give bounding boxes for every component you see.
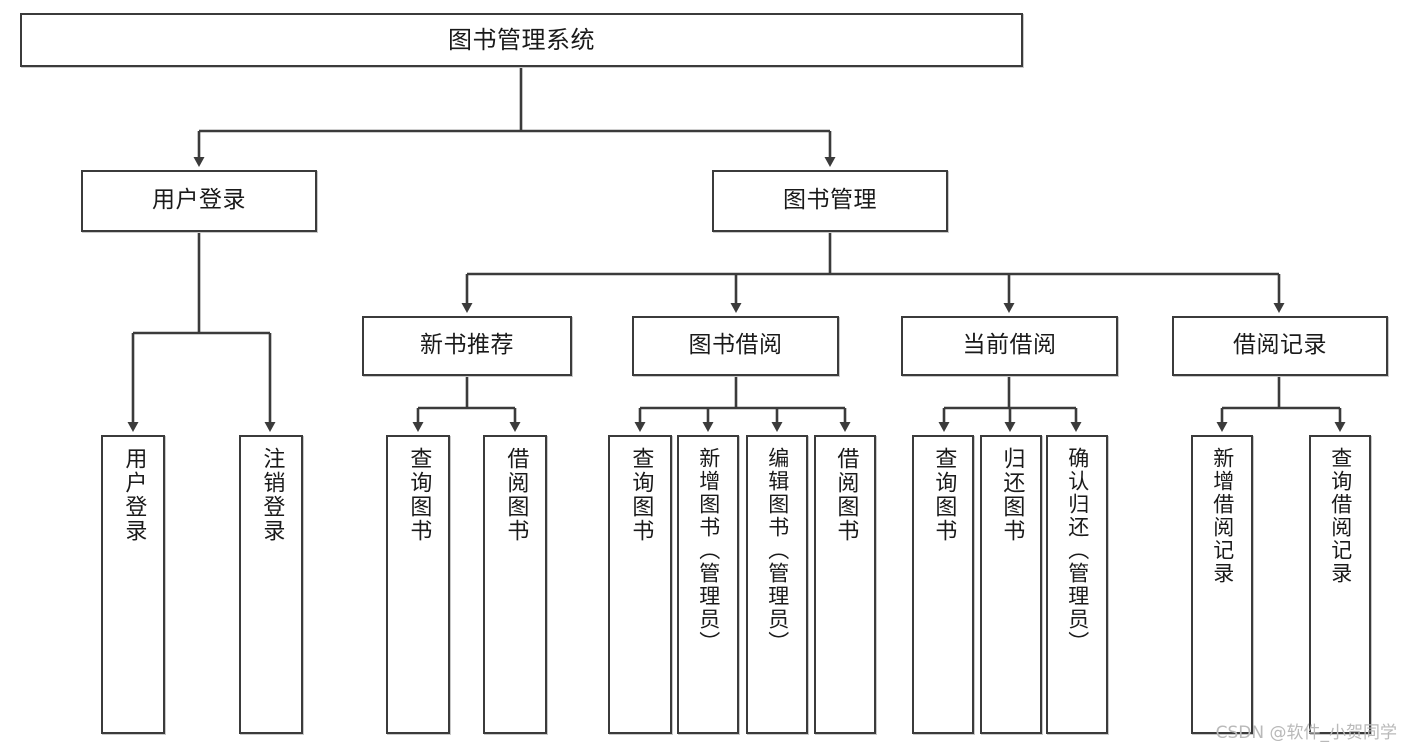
node-label: 当前借阅 <box>962 332 1057 359</box>
leaf-record-add-record[interactable]: 新增借阅记录 <box>1191 435 1253 734</box>
node-label: 归还图书 <box>999 447 1025 543</box>
node-label: 查询图书 <box>931 447 957 543</box>
node-label: 图书管理系统 <box>448 25 595 54</box>
node-label: 编辑图书（管理员） <box>765 447 790 654</box>
node-book-management[interactable]: 图书管理 <box>712 170 948 232</box>
node-label: 借阅图书 <box>833 447 859 543</box>
node-label: 注销登录 <box>259 447 285 543</box>
node-root-system[interactable]: 图书管理系统 <box>20 13 1023 67</box>
node-label: 图书借阅 <box>688 332 783 359</box>
node-label: 借阅图书 <box>503 447 529 543</box>
leaf-user-login-logout[interactable]: 注销登录 <box>239 435 303 734</box>
leaf-borrow-add-book-admin[interactable]: 新增图书（管理员） <box>677 435 739 734</box>
node-label: 新增借阅记录 <box>1210 447 1235 585</box>
leaf-current-confirm-return-admin[interactable]: 确认归还（管理员） <box>1046 435 1108 734</box>
node-new-book-recommend[interactable]: 新书推荐 <box>362 316 572 376</box>
node-label: 确认归还（管理员） <box>1065 447 1090 654</box>
leaf-record-query-record[interactable]: 查询借阅记录 <box>1309 435 1371 734</box>
leaf-borrow-edit-book-admin[interactable]: 编辑图书（管理员） <box>746 435 808 734</box>
leaf-current-query-book[interactable]: 查询图书 <box>912 435 974 734</box>
node-label: 查询图书 <box>628 447 654 543</box>
node-label: 新增图书（管理员） <box>696 447 721 654</box>
node-label: 用户登录 <box>152 187 246 214</box>
node-label: 查询借阅记录 <box>1328 447 1353 585</box>
node-user-login[interactable]: 用户登录 <box>81 170 317 232</box>
node-label: 借阅记录 <box>1233 332 1327 359</box>
leaf-recommend-borrow-book[interactable]: 借阅图书 <box>483 435 547 734</box>
leaf-borrow-query-book[interactable]: 查询图书 <box>608 435 672 734</box>
node-label: 图书管理 <box>783 187 877 214</box>
leaf-recommend-query-book[interactable]: 查询图书 <box>386 435 450 734</box>
node-label: 用户登录 <box>121 447 147 543</box>
node-current-borrow[interactable]: 当前借阅 <box>901 316 1118 376</box>
leaf-borrow-borrow-book[interactable]: 借阅图书 <box>814 435 876 734</box>
csdn-watermark: CSDN @软件_小贺同学 <box>1215 723 1397 743</box>
node-book-borrow[interactable]: 图书借阅 <box>632 316 839 376</box>
node-label: 新书推荐 <box>420 332 514 359</box>
leaf-current-return-book[interactable]: 归还图书 <box>980 435 1042 734</box>
node-label: 查询图书 <box>406 447 432 543</box>
leaf-user-login-login[interactable]: 用户登录 <box>101 435 165 734</box>
node-borrow-record[interactable]: 借阅记录 <box>1172 316 1388 376</box>
